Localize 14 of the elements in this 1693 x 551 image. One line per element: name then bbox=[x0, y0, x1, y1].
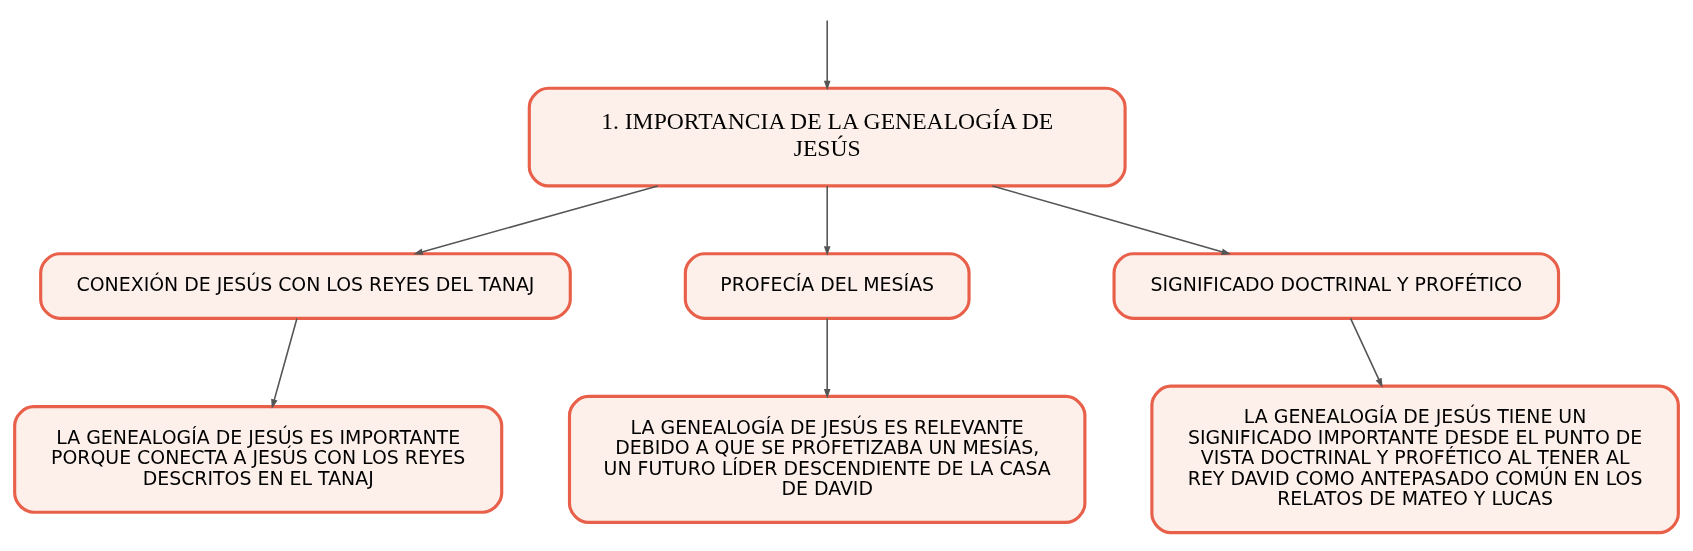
node-box: CONEXIÓN DE JESÚS CON LOS REYES DEL TANAJ bbox=[39, 251, 572, 320]
node-box: LA GENEALOGÍA DE JESÚS TIENE UN SIGNIFICADO IMPORTANTE DESDE EL PUNTO DE VISTA DOCTRINAL Y PROFÉTICO AL TENER AL REY DAVID COMO ANTEPASADO COMÚN EN LOS RELATOS DE MATEO Y LUCAS bbox=[1150, 384, 1680, 534]
arrow bbox=[823, 19, 831, 90]
node-box: SIGNIFICADO DOCTRINAL Y PROFÉTICO bbox=[1112, 251, 1561, 320]
arrow bbox=[991, 184, 1231, 255]
arrow bbox=[1349, 317, 1383, 388]
arrow bbox=[271, 317, 298, 409]
arrow bbox=[823, 317, 831, 399]
node-box: PROFECÍA DEL MESÍAS bbox=[683, 251, 971, 320]
arrow bbox=[823, 184, 831, 256]
arrow bbox=[413, 184, 659, 255]
node-box: LA GENEALOGÍA DE JESÚS ES IMPORTANTE PORQUE CONECTA A JESÚS CON LOS REYES DESCRITOS EN EL TANAJ bbox=[13, 404, 504, 514]
node-box: 1. IMPORTANCIA DE LA GENEALOGÍA DE JESÚS bbox=[527, 86, 1127, 187]
node-box: LA GENEALOGÍA DE JESÚS ES RELEVANTE DEBIDO A QUE SE PROFETIZABA UN MESÍAS, UN FUTURO LÍDER DESCENDIENTE DE LA CASA DE DAVID bbox=[567, 394, 1087, 524]
